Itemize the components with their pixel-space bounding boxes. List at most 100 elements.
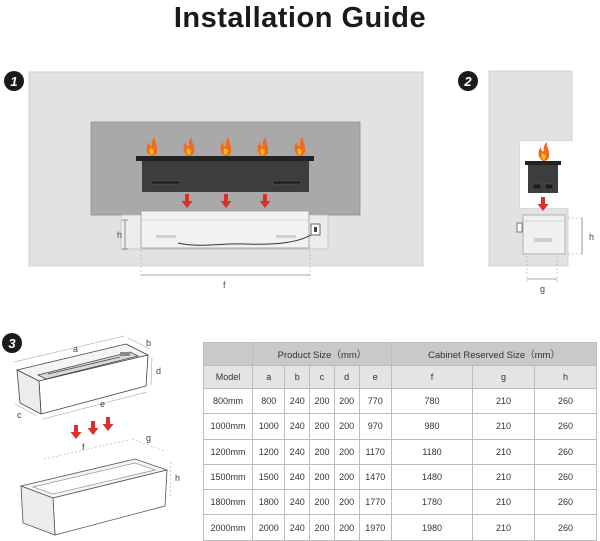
cell: 210 xyxy=(472,463,535,491)
label-side-h: h xyxy=(589,232,594,242)
label-cab-f: f xyxy=(82,442,85,452)
table-header-blank xyxy=(203,342,253,366)
cell: 200 xyxy=(333,413,360,440)
cell: 210 xyxy=(472,387,535,415)
cell: 200 xyxy=(309,463,335,491)
cell: 1980 xyxy=(390,514,474,541)
step-3-badge: 3 xyxy=(2,333,22,353)
cell: 780 xyxy=(390,387,474,415)
dimension-f: f xyxy=(140,250,311,290)
page-title: Installation Guide xyxy=(173,2,427,34)
cell: 1770 xyxy=(358,489,392,516)
cell: 210 xyxy=(472,413,535,440)
cell: 200 xyxy=(309,413,335,440)
cell: 210 xyxy=(472,514,535,541)
cell: 1470 xyxy=(358,463,392,491)
step-1-number: 1 xyxy=(10,74,17,89)
cell-model: 2000mm xyxy=(203,514,253,541)
cell: 200 xyxy=(309,514,335,541)
cell-model: 1800mm xyxy=(203,489,253,516)
cell-model: 1500mm xyxy=(203,463,253,491)
side-dimension-h: h xyxy=(568,217,594,255)
cell-model: 1200mm xyxy=(203,438,253,465)
burner-unit-isometric xyxy=(15,343,150,415)
burner-box xyxy=(140,210,321,249)
side-dimension-g: g xyxy=(526,256,558,294)
cell: 2000 xyxy=(251,514,286,541)
table-group-product: Product Size（mm） xyxy=(252,342,392,366)
cell: 200 xyxy=(333,387,360,415)
cell: 260 xyxy=(534,387,597,415)
col-h: h xyxy=(534,365,597,389)
burner-insert xyxy=(136,156,314,192)
col-b: b xyxy=(284,365,311,389)
cell: 260 xyxy=(534,514,597,541)
cell: 200 xyxy=(333,463,360,491)
cell: 200 xyxy=(333,438,360,465)
step-3-number: 3 xyxy=(8,336,16,351)
cell: 240 xyxy=(284,463,311,491)
col-a: a xyxy=(251,365,286,389)
cell: 240 xyxy=(284,387,311,415)
cabinet-dimensions: f g h xyxy=(43,433,180,499)
cell: 260 xyxy=(534,438,597,465)
step-3-arrows xyxy=(70,417,114,439)
cell: 240 xyxy=(284,438,311,465)
label-b: b xyxy=(146,338,151,348)
cell: 260 xyxy=(534,463,597,491)
cell: 1500 xyxy=(251,463,286,491)
side-burner xyxy=(525,142,561,193)
cell: 210 xyxy=(472,489,535,516)
label-g: g xyxy=(540,284,545,294)
step-1-diagram: 1 xyxy=(4,71,424,290)
cell: 800 xyxy=(251,387,286,415)
col-e: e xyxy=(358,365,392,389)
cell: 200 xyxy=(309,387,335,415)
dimension-h: h xyxy=(117,219,128,250)
label-a: a xyxy=(73,344,78,354)
burner-dimensions: a b d c e xyxy=(13,335,161,420)
side-box xyxy=(516,214,566,255)
cabinet-isometric xyxy=(19,458,169,536)
label-d: d xyxy=(156,366,161,376)
col-d: d xyxy=(333,365,360,389)
step-3-diagram: 3 a b d c e xyxy=(2,333,180,536)
cell-model: 800mm xyxy=(203,387,253,415)
step-2-badge: 2 xyxy=(458,71,478,91)
cell: 260 xyxy=(534,413,597,440)
label-cab-h: h xyxy=(175,473,180,483)
cell: 240 xyxy=(284,489,311,516)
label-cab-g: g xyxy=(146,433,151,443)
size-table: Product Size（mm） Cabinet Reserved Size（m… xyxy=(203,342,598,541)
cell: 200 xyxy=(309,438,335,465)
cell: 1780 xyxy=(390,489,474,516)
cell: 980 xyxy=(390,413,474,440)
cell: 210 xyxy=(472,438,535,465)
label-e: e xyxy=(100,399,105,409)
label-f: f xyxy=(223,280,226,290)
cell: 1000 xyxy=(251,413,286,440)
cell: 770 xyxy=(358,387,392,415)
cell: 1970 xyxy=(358,514,392,541)
step-2-number: 2 xyxy=(463,74,472,89)
cell: 260 xyxy=(534,489,597,516)
cell: 240 xyxy=(284,514,311,541)
cell: 200 xyxy=(309,489,335,516)
cell: 200 xyxy=(333,489,360,516)
col-model: Model xyxy=(203,365,253,389)
step-1-badge: 1 xyxy=(4,71,24,91)
step-2-diagram: 2 h g xyxy=(458,70,594,294)
cell: 1180 xyxy=(390,438,474,465)
cell: 970 xyxy=(358,413,392,440)
cell: 1480 xyxy=(390,463,474,491)
cell: 240 xyxy=(284,413,311,440)
col-f: f xyxy=(390,365,474,389)
label-c: c xyxy=(17,410,22,420)
cell-model: 1000mm xyxy=(203,413,253,440)
cell: 1200 xyxy=(251,438,286,465)
